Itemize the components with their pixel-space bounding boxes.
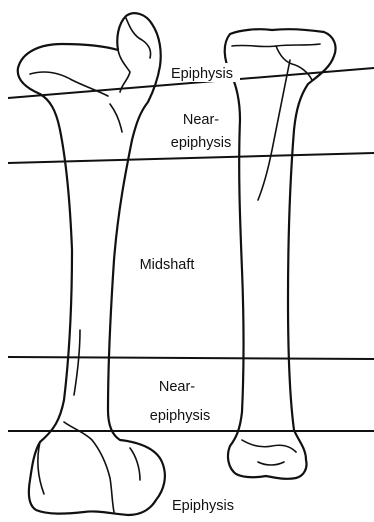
label-epiphysis-bottom: Epiphysis bbox=[172, 498, 234, 514]
label-near-epiphysis-top-line2: epiphysis bbox=[171, 135, 231, 151]
label-near-epiphysis-bottom-line2: epiphysis bbox=[150, 408, 210, 424]
right-bone-outline bbox=[225, 29, 336, 479]
zone-line-midshaft-top bbox=[8, 153, 374, 163]
label-epiphysis-top: Epiphysis bbox=[171, 66, 233, 82]
label-near-epiphysis-bottom-line1: Near- bbox=[159, 379, 195, 395]
zone-line-midshaft-bottom bbox=[8, 357, 374, 359]
label-near-epiphysis-top-line1: Near- bbox=[183, 112, 219, 128]
right-bone bbox=[225, 29, 336, 479]
label-midshaft: Midshaft bbox=[140, 257, 195, 273]
